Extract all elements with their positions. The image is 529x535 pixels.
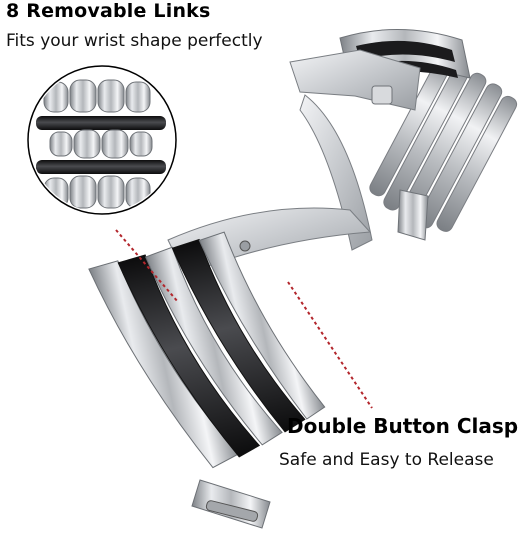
leader-line-links xyxy=(115,229,179,303)
clasp-upper-plate xyxy=(289,49,429,251)
links-feature-title: 8 Removable Links xyxy=(6,0,211,22)
clasp-feature-subtitle: Safe and Easy to Release xyxy=(279,450,494,470)
clasp-feature-title: Double Button Clasp xyxy=(287,414,519,438)
lower-band xyxy=(88,231,326,529)
leader-line-clasp xyxy=(287,281,373,409)
links-feature-subtitle: Fits your wrist shape perfectly xyxy=(6,31,263,51)
links-zoom-callout xyxy=(27,65,177,215)
